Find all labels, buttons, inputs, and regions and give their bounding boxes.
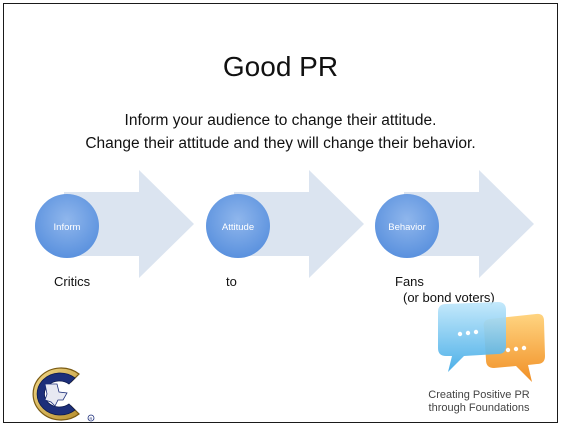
step-2-caption: to: [226, 274, 237, 289]
process-circle-3-label: Behavior: [388, 222, 426, 233]
slide: Good PR Inform your audience to change t…: [3, 3, 558, 423]
process-circle-3: [375, 194, 439, 258]
step-3-caption: Fans: [395, 274, 424, 289]
process-arrow-3: [404, 170, 534, 278]
footer-caption-line1: Creating Positive PR: [428, 389, 530, 401]
slide-subtitle-line1: Inform your audience to change their att…: [124, 112, 437, 129]
process-circle-1: [35, 194, 99, 258]
slide-subtitle-line2: Change their attitude and they will chan…: [85, 135, 476, 152]
svg-text:R: R: [90, 416, 93, 421]
step-1-caption: Critics: [54, 274, 91, 289]
process-circle-2: [206, 194, 270, 258]
footer-caption-line2: through Foundations: [428, 402, 530, 414]
step-3-extra-caption: (or bond voters): [403, 290, 495, 305]
process-circle-2-label: Attitude: [222, 222, 254, 233]
chat-bubbles-icon: [438, 302, 545, 382]
district-logo-icon: R: [32, 367, 95, 422]
slide-title: Good PR: [222, 51, 339, 82]
process-arrow-2: [234, 170, 364, 278]
footer-caption: Creating Positive PR through Foundations: [409, 389, 549, 415]
process-circle-1-label: Inform: [54, 222, 81, 233]
process-diagram: Inform Attitude Behavior: [35, 170, 534, 278]
process-arrow-1: [64, 170, 194, 278]
